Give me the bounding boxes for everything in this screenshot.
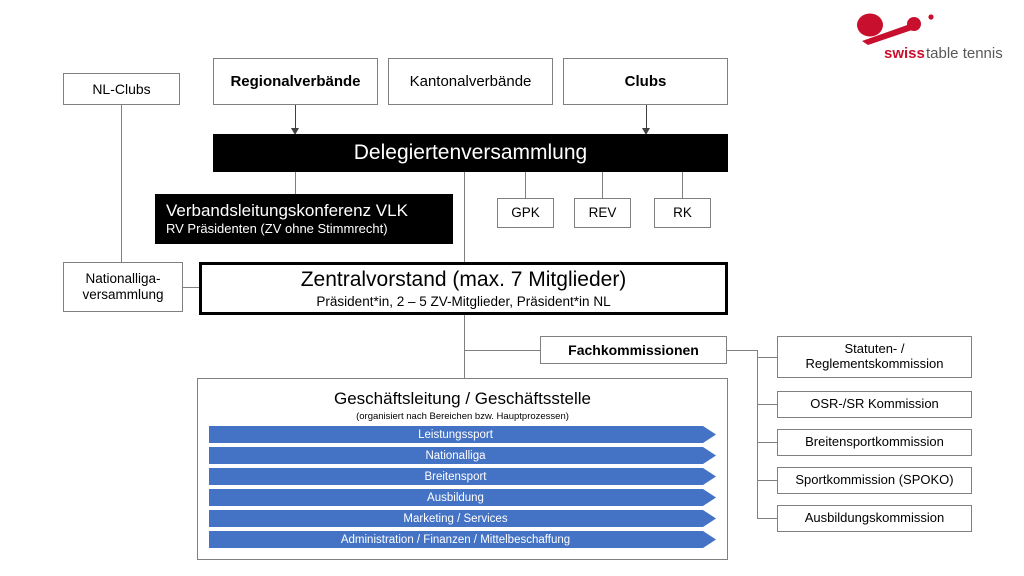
- kantonalverbaende-label: Kantonalverbände: [409, 72, 532, 90]
- kommission-line2: Reglementskommission: [805, 356, 944, 371]
- connector-bus-kommission-4: [757, 480, 777, 481]
- process-label: Ausbildung: [427, 491, 484, 504]
- connector-da-zv: [464, 172, 465, 262]
- process-label: Nationalliga: [425, 449, 486, 462]
- rev-label: REV: [588, 205, 617, 221]
- connector-bus-kommission-1: [757, 357, 777, 358]
- node-delegiertenversammlung[interactable]: Delegiertenversammlung: [213, 134, 728, 172]
- kommission-line1: Ausbildungskommission: [804, 510, 945, 526]
- node-verbandsleitungskonferenz-vlk[interactable]: Verbandsleitungskonferenz VLK RV Präside…: [155, 194, 453, 244]
- connector-bus-kommission-2: [757, 404, 777, 405]
- kommission-line1: OSR-/SR Kommission: [810, 396, 939, 412]
- logo-wordmark-bold: swiss: [884, 45, 925, 62]
- connector-bus-kommission-5: [757, 518, 777, 519]
- connector-clubs-da: [646, 104, 647, 130]
- process-chevron-breitensport[interactable]: Breitensport: [209, 468, 716, 485]
- clubs-label: Clubs: [624, 72, 667, 90]
- regionalverbaende-label: Regionalverbände: [230, 72, 361, 90]
- process-label: Marketing / Services: [403, 512, 508, 525]
- connector-da-rk: [682, 172, 683, 198]
- zentralvorstand-title: Zentralvorstand (max. 7 Mitglieder): [300, 267, 627, 291]
- connector-zv-fachkommissionen: [464, 350, 540, 351]
- kommission-line1: Sportkommission (SPOKO): [795, 472, 954, 488]
- node-nationalligaversammlung[interactable]: Nationalliga- versammlung: [63, 262, 183, 312]
- vlk-subtitle: RV Präsidenten (ZV ohne Stimmrecht): [166, 221, 388, 237]
- connector-nlv-zv: [183, 287, 201, 288]
- connector-zv-gl: [464, 315, 465, 379]
- connector-nlclubs-nlv: [121, 104, 122, 262]
- node-kommission-breitensport[interactable]: Breitensportkommission: [777, 429, 972, 456]
- nationalligaversammlung-line2: versammlung: [82, 287, 164, 302]
- connector-regionalverbaende-da: [295, 104, 296, 130]
- connector-da-vlk: [295, 172, 296, 194]
- logo-wordmark-light: table tennis: [926, 45, 1003, 62]
- fachkommissionen-label: Fachkommissionen: [568, 341, 699, 358]
- nationalligaversammlung-line1: Nationalliga-: [85, 271, 161, 287]
- vlk-title: Verbandsleitungskonferenz VLK: [166, 200, 408, 220]
- kommission-line1: Breitensportkommission: [805, 434, 944, 450]
- delegiertenversammlung-label: Delegiertenversammlung: [353, 140, 588, 164]
- process-chevron-marketing-services[interactable]: Marketing / Services: [209, 510, 716, 527]
- arrowhead-clubs-da: [642, 128, 650, 135]
- node-regionalverbaende[interactable]: Regionalverbände: [213, 58, 378, 105]
- node-kommission-osr-sr[interactable]: OSR-/SR Kommission: [777, 391, 972, 418]
- node-kommission-statuten-reglements[interactable]: Statuten- / Reglementskommission: [777, 336, 972, 378]
- connector-bus-kommission-3: [757, 442, 777, 443]
- geschaeftsleitung-heading: Geschäftsleitung / Geschäftsstelle (orga…: [198, 389, 727, 422]
- connector-fk-bus-vertical: [757, 350, 758, 518]
- node-kommission-spoko[interactable]: Sportkommission (SPOKO): [777, 467, 972, 494]
- rk-label: RK: [673, 205, 692, 221]
- geschaeftsleitung-subtitle: (organisiert nach Bereichen bzw. Hauptpr…: [356, 410, 569, 422]
- node-rk[interactable]: RK: [654, 198, 711, 228]
- node-rev[interactable]: REV: [574, 198, 631, 228]
- process-label: Leistungssport: [418, 428, 493, 441]
- process-chevron-leistungssport[interactable]: Leistungssport: [209, 426, 716, 443]
- connector-da-rev: [602, 172, 603, 198]
- process-chevron-nationalliga[interactable]: Nationalliga: [209, 447, 716, 464]
- node-fachkommissionen[interactable]: Fachkommissionen: [540, 336, 727, 364]
- node-nl-clubs[interactable]: NL-Clubs: [63, 73, 180, 105]
- node-kommission-ausbildung[interactable]: Ausbildungskommission: [777, 505, 972, 532]
- connector-fk-bus: [727, 350, 757, 351]
- zentralvorstand-subtitle: Präsident*in, 2 – 5 ZV-Mitglieder, Präsi…: [316, 293, 611, 309]
- arrowhead-regionalverbaende-da: [291, 128, 299, 135]
- kommission-line1: Statuten- /: [844, 341, 905, 357]
- node-gpk[interactable]: GPK: [497, 198, 554, 228]
- swiss-table-tennis-logo: swiss table tennis: [848, 8, 1008, 64]
- process-label: Breitensport: [424, 470, 487, 483]
- geschaeftsleitung-title: Geschäftsleitung / Geschäftsstelle: [333, 389, 592, 408]
- connector-da-gpk: [525, 172, 526, 198]
- process-chevron-administration-finanzen[interactable]: Administration / Finanzen / Mittelbescha…: [209, 531, 716, 548]
- gpk-label: GPK: [511, 205, 540, 221]
- node-kantonalverbaende[interactable]: Kantonalverbände: [388, 58, 553, 105]
- node-clubs[interactable]: Clubs: [563, 58, 728, 105]
- process-label: Administration / Finanzen / Mittelbescha…: [340, 533, 571, 546]
- process-chevron-ausbildung[interactable]: Ausbildung: [209, 489, 716, 506]
- node-zentralvorstand[interactable]: Zentralvorstand (max. 7 Mitglieder) Präs…: [199, 262, 728, 315]
- nl-clubs-label: NL-Clubs: [92, 80, 151, 97]
